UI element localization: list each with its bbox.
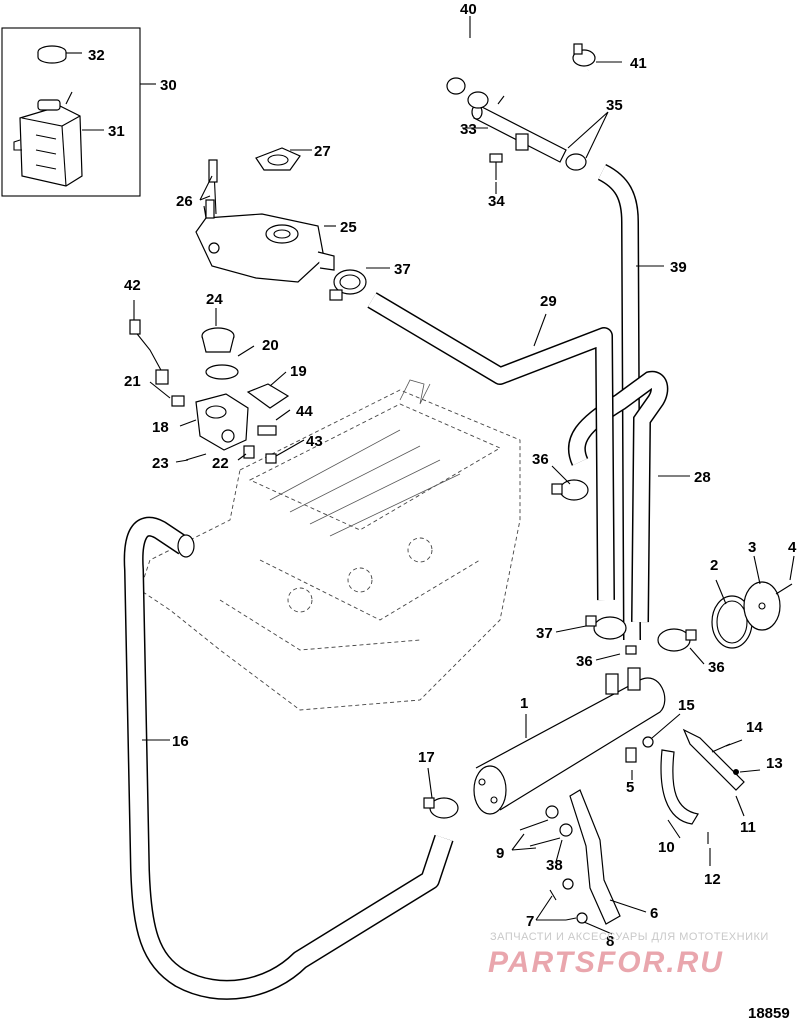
callout-32: 32 (88, 47, 105, 64)
hose-29 (367, 292, 615, 601)
callout-18: 18 (152, 419, 169, 436)
callout-21: 21 (124, 373, 141, 390)
callout-5: 5 (626, 779, 634, 796)
callout-17: 17 (418, 749, 435, 766)
mounting-brackets (519, 728, 745, 925)
callout-38: 38 (546, 857, 563, 874)
callout-11: 11 (740, 819, 756, 836)
callout-27: 27 (314, 143, 331, 160)
callout-8: 8 (606, 933, 614, 950)
callout-31: 31 (108, 123, 125, 140)
callout-14: 14 (746, 719, 763, 736)
callout-2: 2 (710, 557, 718, 574)
callout-3: 3 (748, 539, 756, 556)
watermark-brand: PARTSFOR.RU (488, 946, 724, 979)
hose-clamp-17 (423, 797, 459, 819)
callout-36-right: 36 (708, 659, 725, 676)
callout-33: 33 (460, 121, 477, 138)
callout-43: 43 (306, 433, 323, 450)
callout-19: 19 (290, 363, 307, 380)
watermark-caption: ЗАПЧАСТИ И АКСЕССУАРЫ ДЛЯ МОТОТЕХНИКИ (490, 931, 769, 943)
callout-labels: 32 30 31 27 26 25 37 40 41 35 33 34 39 2… (88, 1, 797, 950)
callout-28: 28 (694, 469, 711, 486)
callout-29: 29 (540, 293, 557, 310)
callout-25: 25 (340, 219, 357, 236)
callout-39: 39 (670, 259, 687, 276)
callout-15: 15 (678, 697, 695, 714)
callout-9: 9 (496, 845, 504, 862)
callout-24: 24 (206, 291, 223, 308)
callout-30: 30 (160, 77, 177, 94)
callout-37-lower: 37 (536, 625, 553, 642)
callout-35: 35 (606, 97, 623, 114)
engine-block-outline (139, 379, 521, 711)
callout-41: 41 (630, 55, 647, 72)
hose-clamp-37-upper (329, 269, 367, 301)
callout-7: 7 (526, 913, 534, 930)
callout-6: 6 (650, 905, 658, 922)
callout-36-mid: 36 (576, 653, 593, 670)
thermostat-housing (195, 147, 335, 283)
callout-1: 1 (520, 695, 528, 712)
callout-22: 22 (212, 455, 229, 472)
hose-clamps-lower (551, 479, 697, 655)
callout-37-upper: 37 (394, 261, 411, 278)
callout-20: 20 (262, 337, 279, 354)
callout-23: 23 (152, 455, 169, 472)
reservoir-inset (1, 27, 141, 197)
callout-4: 4 (788, 539, 797, 556)
hose-39 (597, 163, 641, 641)
end-cover (711, 581, 793, 649)
hose-28 (567, 370, 669, 623)
callout-34: 34 (488, 193, 505, 210)
leader-lines (66, 16, 795, 935)
callout-44: 44 (296, 403, 313, 420)
watermark: ЗАПЧАСТИ И АКСЕССУАРЫ ДЛЯ МОТОТЕХНИКИ PA… (488, 931, 769, 979)
callout-12: 12 (704, 871, 721, 888)
callout-16: 16 (172, 733, 189, 750)
upper-hose-assembly (434, 34, 596, 180)
callout-40: 40 (460, 1, 477, 18)
thermostat-parts (129, 310, 290, 464)
callout-13: 13 (766, 755, 783, 772)
callout-10: 10 (658, 839, 675, 856)
hose-16 (123, 516, 454, 1000)
callout-26: 26 (176, 193, 193, 210)
figure-number: 18859 (748, 1005, 790, 1022)
callout-36-upper: 36 (532, 451, 549, 468)
heat-exchanger (473, 667, 666, 815)
callout-42: 42 (124, 277, 141, 294)
